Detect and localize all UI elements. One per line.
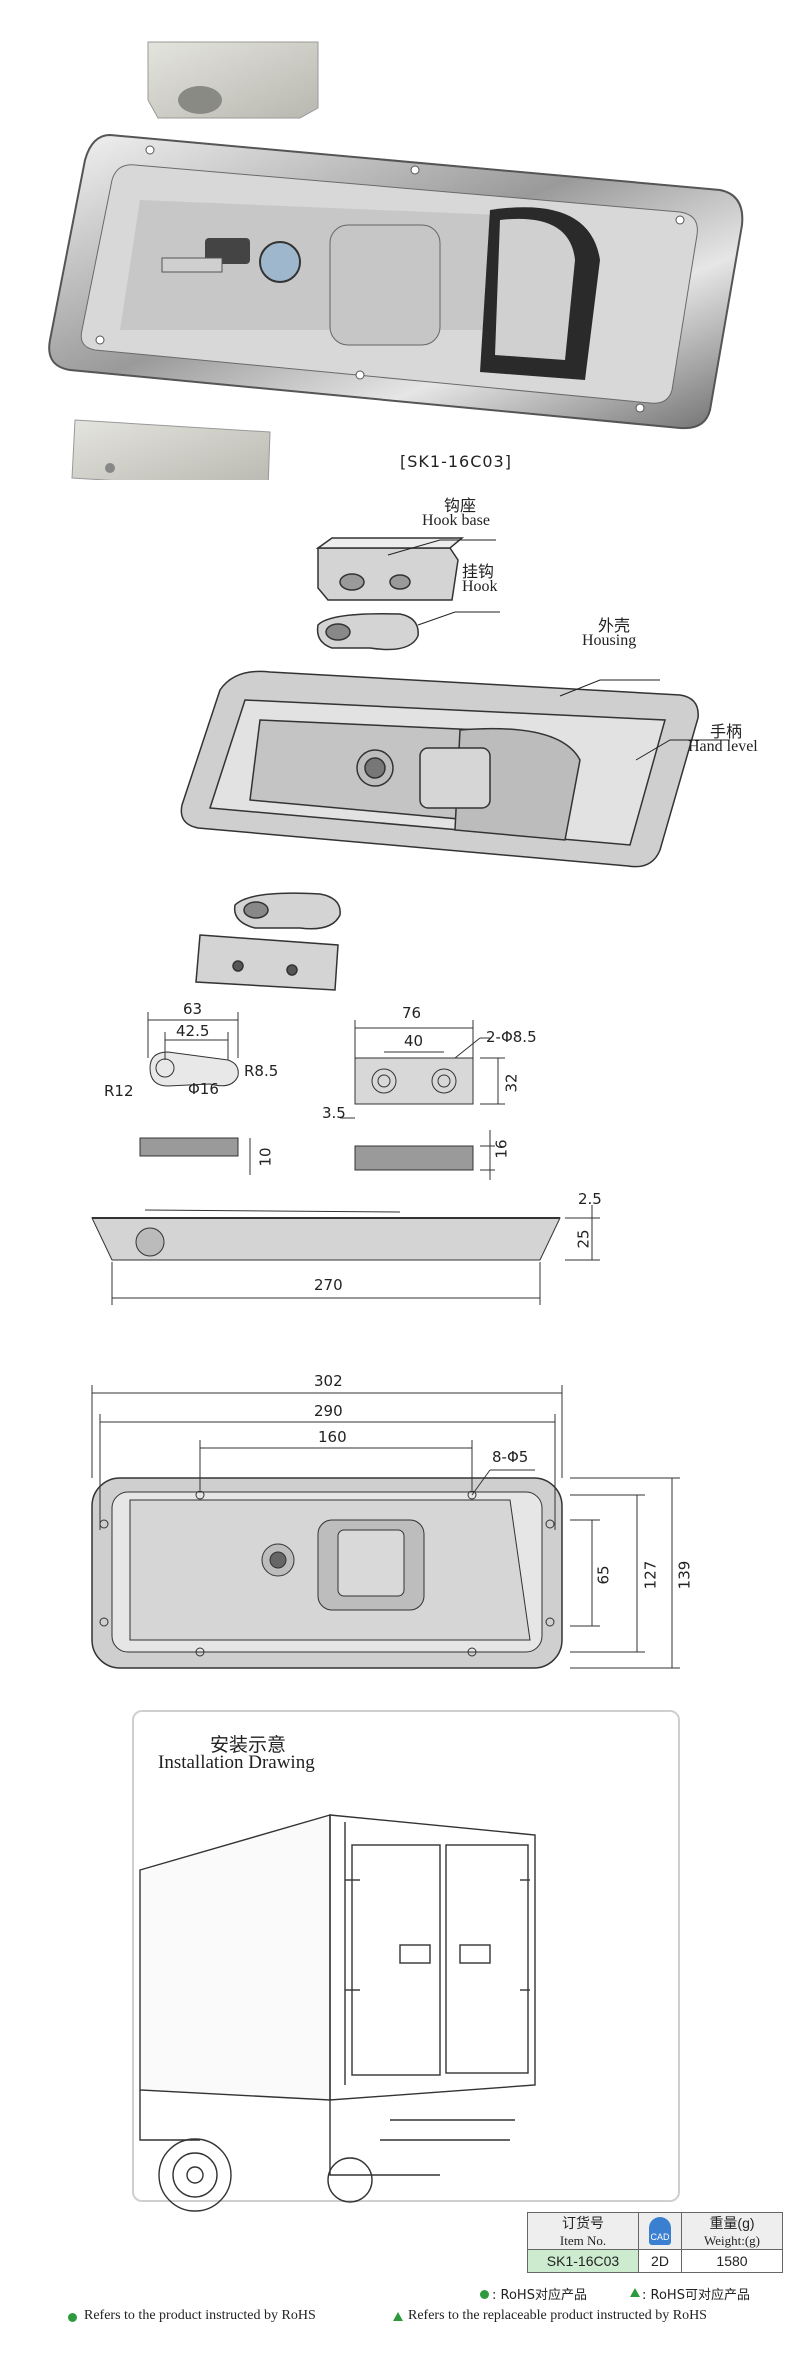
rohs-dot-icon	[480, 2290, 489, 2299]
dim-front-hole-span: 160	[318, 1428, 347, 1446]
hook-label-en: Hook	[462, 578, 498, 595]
installation-panel	[132, 1710, 680, 2202]
dim-side-length: 270	[314, 1276, 343, 1294]
rohs-triangle-icon-2	[393, 2312, 403, 2321]
header-item-cn: 订货号	[562, 2215, 604, 2231]
exploded-hook-base	[315, 537, 465, 601]
dimension-drawings	[91, 1012, 680, 1669]
legend-rohs-alt-en: Refers to the replaceable product instru…	[408, 2308, 707, 2323]
hook-label-cn: 挂钩	[462, 564, 495, 581]
cell-weight: 1580	[681, 2249, 783, 2273]
hook-base-photo	[147, 41, 319, 119]
handle-label-en: Hand level	[688, 738, 758, 755]
legend-rohs-alt-cn: : RoHS可对应产品	[642, 2288, 750, 2303]
exploded-view	[180, 537, 730, 991]
housing-label-cn: 外壳	[598, 618, 631, 635]
product-photo	[48, 41, 744, 480]
install-title-cn: 安装示意	[210, 1735, 287, 1756]
housing-label-en: Housing	[582, 632, 637, 649]
model-code: [SK1-16C03]	[400, 452, 512, 471]
header-weight-en: Weight:(g)	[704, 2233, 760, 2248]
dim-front-holes: 8-Φ5	[492, 1448, 529, 1466]
dim-side-flange: 2.5	[578, 1190, 602, 1208]
dim-hook-length: 63	[183, 1000, 203, 1018]
housing-front-drawing	[91, 1385, 680, 1669]
handle-label-cn: 手柄	[710, 724, 743, 741]
rohs-triangle-icon	[630, 2288, 640, 2297]
dim-base-spacing: 40	[404, 1032, 424, 1050]
hook-base-label-en: Hook base	[422, 512, 490, 529]
dim-base-width: 76	[402, 1004, 422, 1022]
exploded-housing	[180, 670, 699, 868]
dim-hook-rbig: R12	[104, 1082, 134, 1100]
dim-hook-hole: Φ16	[188, 1080, 219, 1098]
header-weight-cn: 重量(g)	[709, 2215, 755, 2231]
spec-table: 订货号 Item No. CAD 重量(g) Weight:(g) SK1-16…	[527, 2212, 783, 2273]
cell-item: SK1-16C03	[527, 2249, 639, 2273]
hook-base-label-cn: 钩座	[444, 498, 477, 515]
dim-base-holes: 2-Φ8.5	[486, 1028, 537, 1046]
dim-hook-rsmall: R8.5	[244, 1062, 279, 1080]
dim-hook-center: 42.5	[176, 1022, 210, 1040]
hook-plan-drawing	[147, 1012, 239, 1087]
dim-base-offset: 3.5	[322, 1104, 346, 1122]
base-plan-drawing	[340, 1020, 505, 1119]
housing-photo	[48, 133, 744, 430]
hook-photo	[71, 419, 271, 480]
header-item: 订货号 Item No.	[527, 2212, 639, 2250]
cad-icon: CAD	[649, 2217, 671, 2245]
cell-cad: 2D	[638, 2249, 682, 2273]
header-item-en: Item No.	[559, 2233, 607, 2248]
dim-front-outer: 290	[314, 1402, 343, 1420]
exploded-hook	[316, 613, 419, 651]
legend-rohs-en: Refers to the product instructed by RoHS	[84, 2308, 316, 2323]
rohs-dot-icon-2	[68, 2313, 77, 2322]
housing-side-drawing	[91, 1205, 600, 1305]
header-weight: 重量(g) Weight:(g)	[681, 2212, 783, 2250]
exploded-lower-block	[195, 934, 339, 991]
hook-side-drawing	[139, 1137, 251, 1175]
truck-drawing	[139, 1814, 536, 2212]
dim-front-overall: 302	[314, 1372, 343, 1390]
exploded-lower-hook	[233, 892, 341, 930]
legend-rohs-cn: : RoHS对应产品	[492, 2288, 587, 2303]
install-title-en: Installation Drawing	[158, 1752, 315, 1773]
header-cad: CAD	[638, 2212, 682, 2250]
base-side-drawing	[354, 1130, 495, 1180]
